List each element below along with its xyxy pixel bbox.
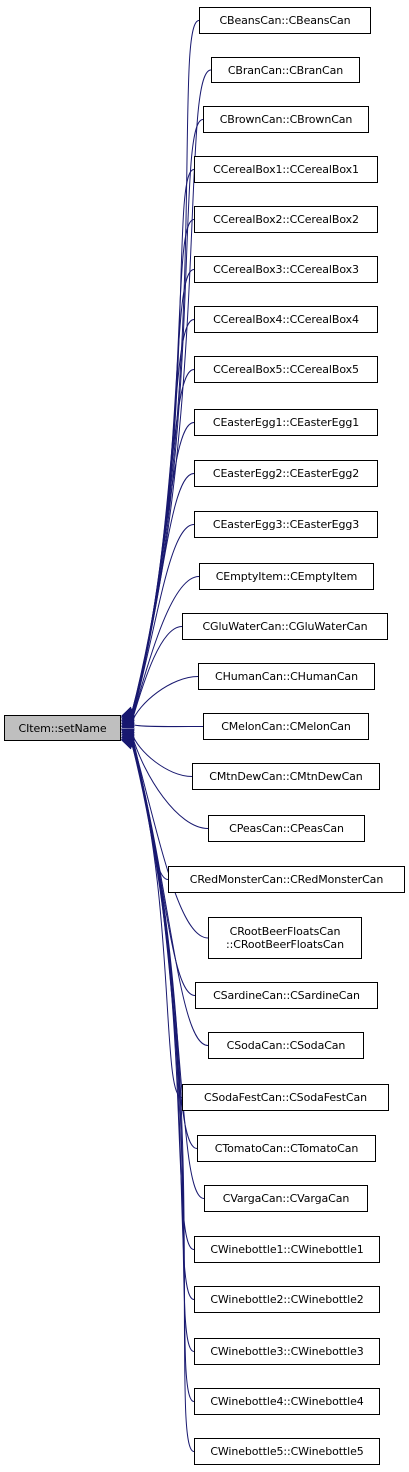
- node-cwinebottle1[interactable]: CWinebottle1::CWinebottle1: [194, 1236, 380, 1263]
- edge-0: [131, 20, 200, 713]
- node-cemptyitem[interactable]: CEmptyItem::CEmptyItem: [199, 563, 374, 590]
- node-credmonstercan[interactable]: CRedMonsterCan::CRedMonsterCan: [168, 866, 405, 893]
- edge-10: [131, 524, 195, 719]
- node-ceasteregg2[interactable]: CEasterEgg2::CEasterEgg2: [194, 460, 378, 487]
- node-ccerealbox3[interactable]: CCerealBox3::CCerealBox3: [194, 256, 378, 283]
- edge-28: [131, 743, 195, 1452]
- node-cwinebottle2[interactable]: CWinebottle2::CWinebottle2: [194, 1286, 380, 1313]
- node-cvargacan[interactable]: CVargaCan::CVargaCan: [204, 1185, 368, 1212]
- node-ceasteregg1[interactable]: CEasterEgg1::CEasterEgg1: [194, 409, 378, 436]
- edge-5: [131, 269, 195, 713]
- node-ctomatocan[interactable]: CTomatoCan::CTomatoCan: [197, 1135, 376, 1162]
- edge-9: [131, 473, 195, 717]
- node-csodacan[interactable]: CSodaCan::CSodaCan: [208, 1032, 364, 1059]
- node-crootbeerfloatscan[interactable]: CRootBeerFloatsCan ::CRootBeerFloatsCan: [208, 917, 362, 959]
- node-ccerealbox2[interactable]: CCerealBox2::CCerealBox2: [194, 206, 378, 233]
- edge-14: [131, 723, 204, 728]
- edge-12: [131, 626, 183, 722]
- edge-7: [131, 369, 195, 714]
- node-cwinebottle3[interactable]: CWinebottle3::CWinebottle3: [194, 1338, 380, 1365]
- edge-23: [131, 743, 205, 1199]
- node-cbeanscan[interactable]: CBeansCan::CBeansCan: [199, 7, 371, 34]
- node-ccerealbox1[interactable]: CCerealBox1::CCerealBox1: [194, 156, 378, 183]
- edge-13: [131, 676, 199, 723]
- arrowhead-28: [120, 739, 135, 750]
- node-ccerealbox5[interactable]: CCerealBox5::CCerealBox5: [194, 356, 378, 383]
- node-cmeloncan[interactable]: CMelonCan::CMelonCan: [203, 713, 369, 740]
- arrowhead-14: [120, 718, 135, 729]
- node-cgluwatercan[interactable]: CGluWaterCan::CGluWaterCan: [182, 613, 388, 640]
- node-cwinebottle5[interactable]: CWinebottle5::CWinebottle5: [194, 1438, 380, 1465]
- node-ccerealbox4[interactable]: CCerealBox4::CCerealBox4: [194, 306, 378, 333]
- node-citem-setname[interactable]: CItem::setName: [4, 715, 121, 741]
- edge-11: [131, 576, 200, 720]
- edge-6: [131, 319, 195, 713]
- edge-25: [131, 743, 195, 1300]
- edge-16: [131, 734, 209, 829]
- edge-15: [131, 733, 193, 777]
- node-csardinecan[interactable]: CSardineCan::CSardineCan: [195, 982, 378, 1009]
- node-cwinebottle4[interactable]: CWinebottle4::CWinebottle4: [194, 1388, 380, 1415]
- edge-20: [131, 741, 209, 1046]
- node-ceasteregg3[interactable]: CEasterEgg3::CEasterEgg3: [194, 511, 378, 538]
- node-cmtndewcan[interactable]: CMtnDewCan::CMtnDewCan: [192, 763, 380, 790]
- node-cbrancan[interactable]: CBranCan::CBranCan: [211, 57, 360, 83]
- edge-27: [131, 743, 195, 1402]
- node-csodafestcan[interactable]: CSodaFestCan::CSodaFestCan: [182, 1084, 389, 1111]
- node-cpeascan[interactable]: CPeasCan::CPeasCan: [208, 815, 365, 842]
- node-cbrowncan[interactable]: CBrownCan::CBrownCan: [203, 106, 369, 133]
- node-chumancan[interactable]: CHumanCan::CHumanCan: [198, 663, 375, 690]
